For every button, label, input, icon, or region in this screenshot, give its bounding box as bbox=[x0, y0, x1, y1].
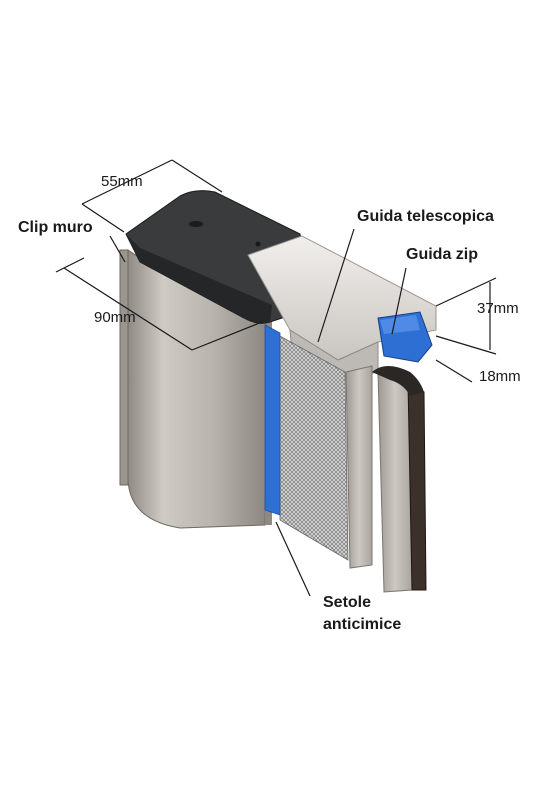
dimension-lines bbox=[55, 159, 497, 383]
label-clip-muro: Clip muro bbox=[18, 219, 93, 236]
leader-lines bbox=[109, 228, 407, 597]
zip-guide bbox=[377, 311, 433, 363]
label-guida-telescopica: Guida telescopica bbox=[357, 208, 494, 225]
label-guida-zip: Guida zip bbox=[406, 246, 478, 263]
dimension-37mm: 37mm bbox=[477, 300, 519, 317]
dimension-55mm: 55mm bbox=[101, 173, 143, 190]
label-setole: Setole bbox=[323, 594, 372, 611]
mesh-screen bbox=[264, 324, 349, 561]
dimension-90mm: 90mm bbox=[94, 309, 136, 326]
dimension-18mm: 18mm bbox=[479, 368, 521, 385]
label-anticimice: anticimice bbox=[323, 616, 402, 633]
side-rails bbox=[345, 365, 427, 593]
top-cap bbox=[125, 190, 311, 324]
